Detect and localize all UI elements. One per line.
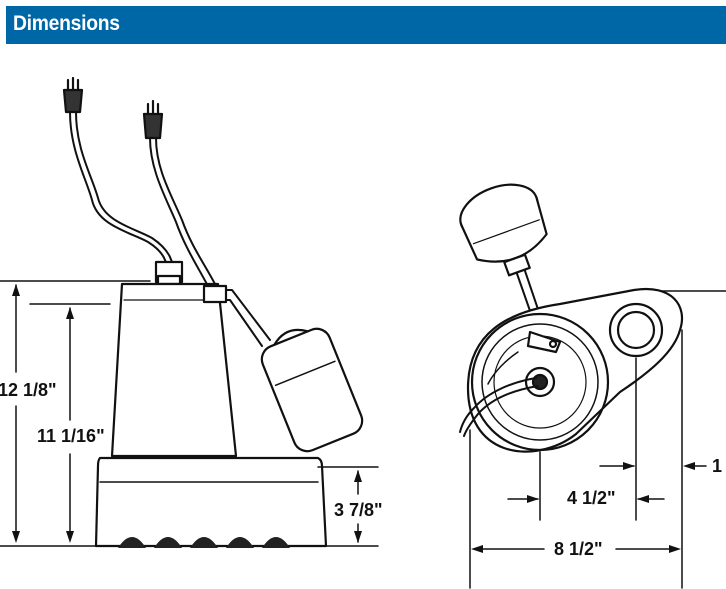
pump-base bbox=[94, 456, 328, 548]
power-cord-right bbox=[149, 137, 211, 291]
base-height-label: 3 7/8" bbox=[334, 500, 383, 520]
section-title: Dimensions bbox=[13, 12, 120, 35]
outlet-offset-label: 1 bbox=[712, 456, 722, 476]
top-float bbox=[459, 183, 548, 263]
overall-width-label: 8 1/2" bbox=[554, 539, 603, 559]
inlet-offset-label: 4 1/2" bbox=[567, 488, 616, 508]
base-scallops bbox=[118, 537, 290, 548]
power-plug-left bbox=[62, 76, 84, 114]
dimension-lines-top bbox=[469, 290, 726, 589]
discharge-port bbox=[608, 302, 664, 358]
top-housing bbox=[466, 287, 684, 453]
power-plug-right bbox=[142, 99, 164, 140]
float-switch bbox=[260, 327, 364, 453]
top-view-pump bbox=[459, 183, 684, 453]
motor-housing bbox=[110, 282, 238, 458]
overall-height-label: 12 1/8" bbox=[0, 380, 57, 400]
side-view-pump bbox=[62, 76, 364, 548]
power-cord-left bbox=[69, 111, 169, 279]
body-height-label: 11 1/16" bbox=[37, 426, 105, 446]
header-bar: Dimensions bbox=[6, 6, 726, 44]
top-cord bbox=[459, 377, 537, 433]
